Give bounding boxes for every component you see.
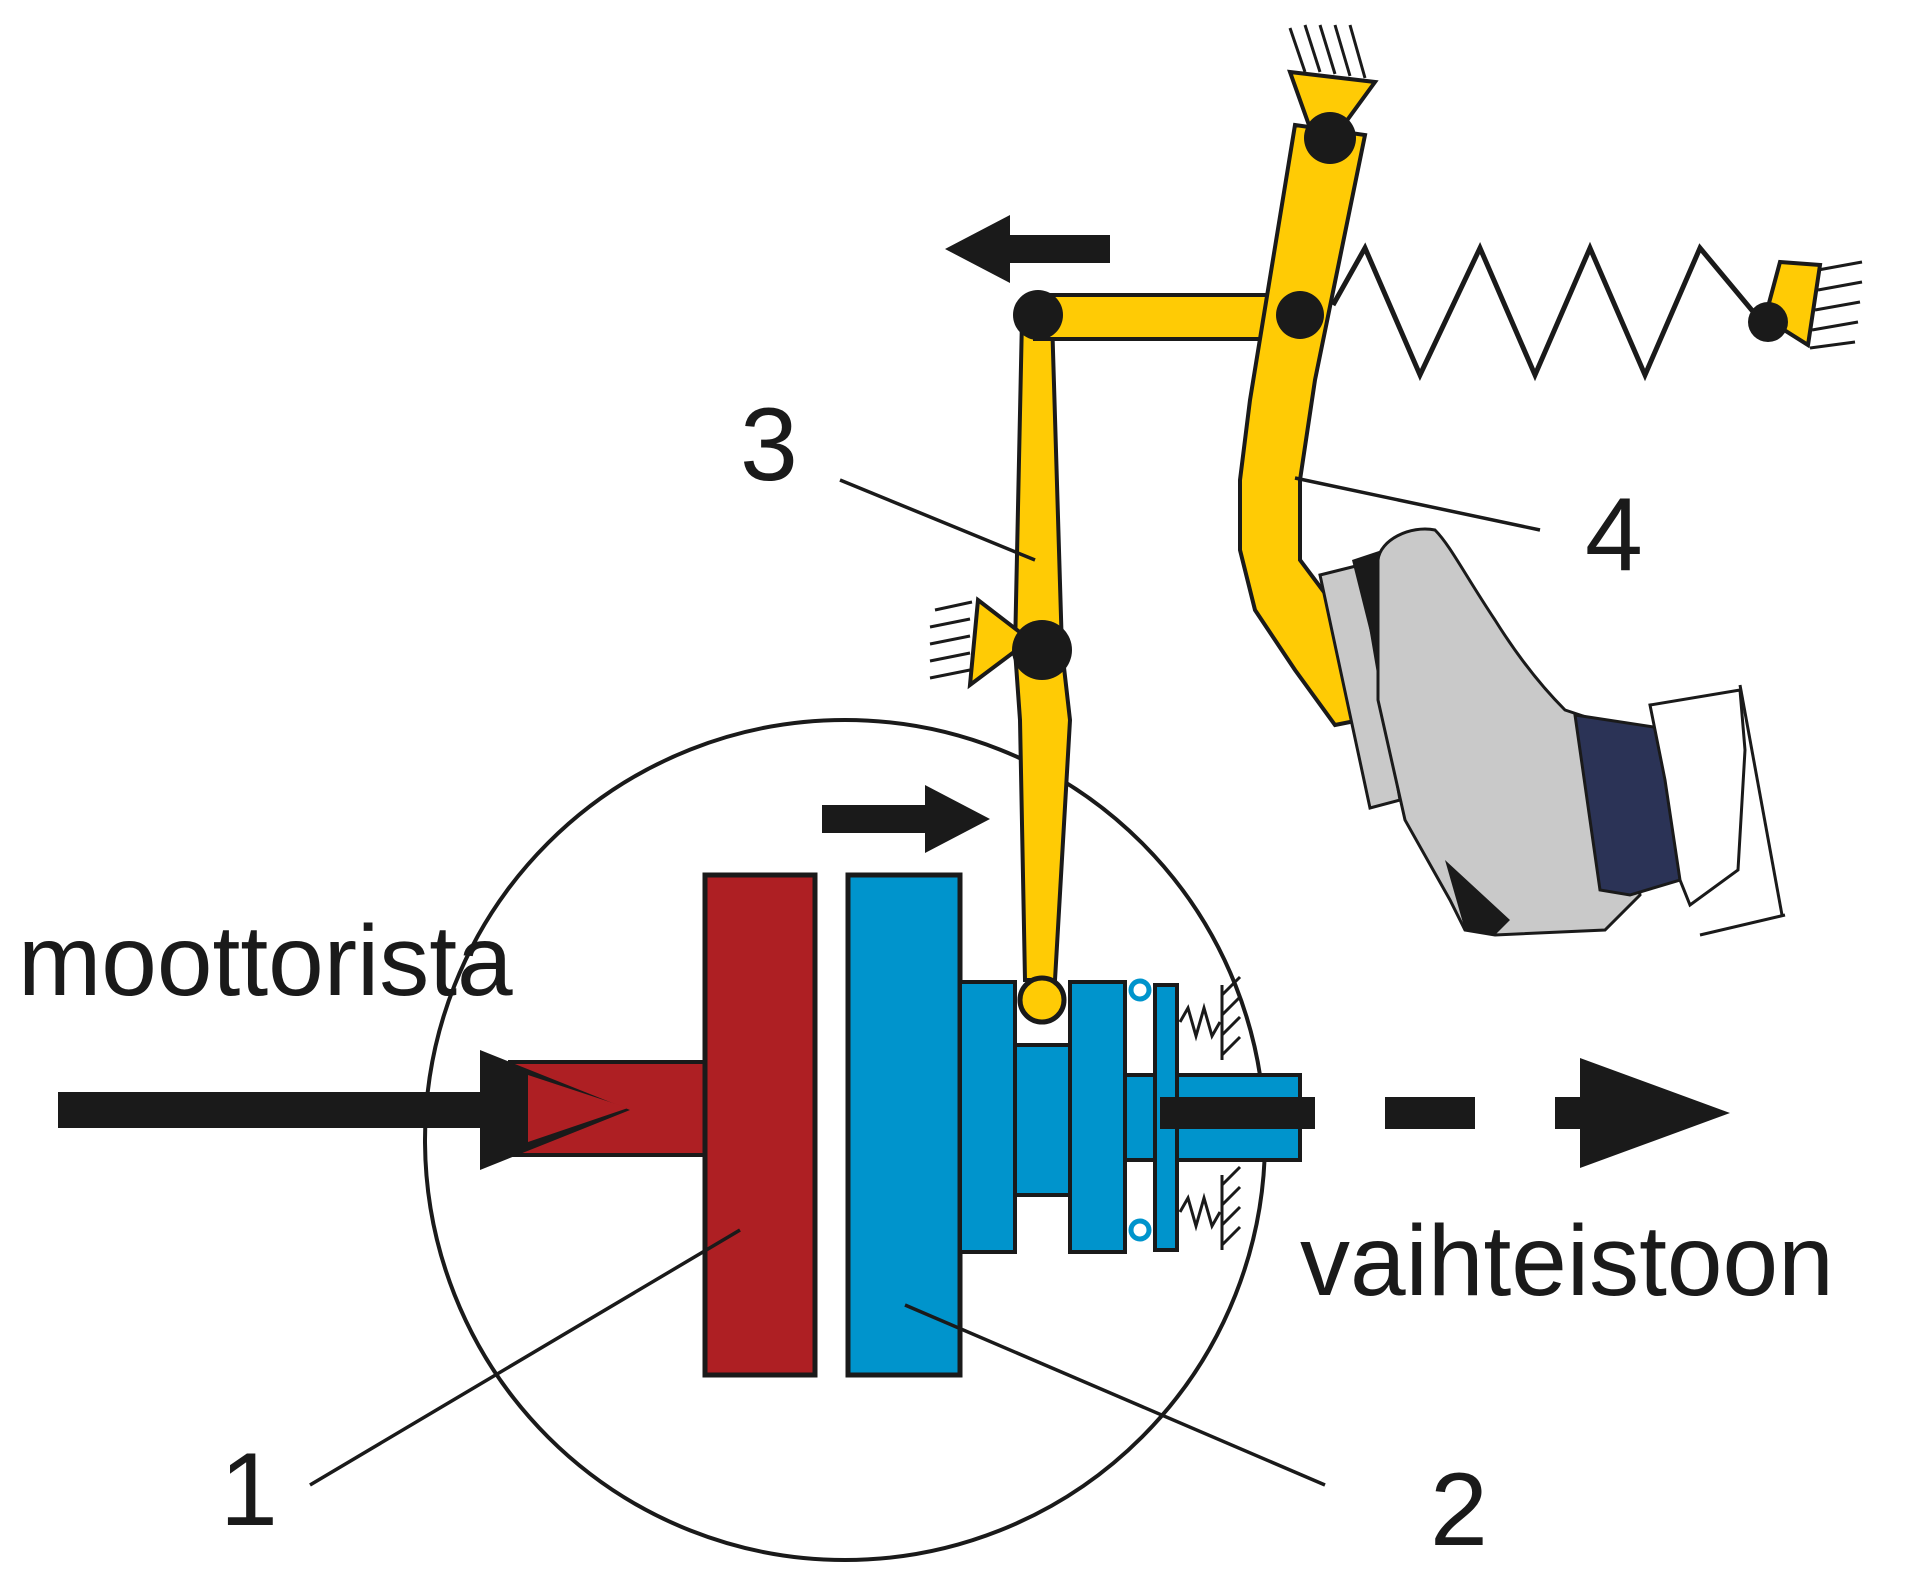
pivot-dot	[1128, 978, 1152, 1002]
pedal-arrow-icon	[945, 215, 1110, 283]
trouser-edge	[1738, 684, 1784, 916]
pedal-link-joint-icon	[1276, 291, 1324, 339]
output-label: vaihteistoon	[1300, 1205, 1834, 1317]
pivot-dot	[1128, 1218, 1152, 1242]
flywheel	[702, 872, 818, 1378]
pressure-plate-assembly	[958, 980, 1302, 1254]
callout-4: 4	[1585, 477, 1643, 593]
fork-pivot-icon	[1012, 620, 1072, 680]
callout-1: 1	[220, 1432, 278, 1548]
return-spring	[1330, 241, 1791, 382]
foot-icon	[1376, 527, 1786, 937]
trouser-edge	[1699, 913, 1786, 937]
callout-2: 2	[1430, 1452, 1488, 1568]
spring-anchor	[1748, 259, 1863, 350]
output-arrow-icon	[1160, 1058, 1730, 1168]
input-label: moottorista	[18, 905, 513, 1017]
pedal-pivot-icon	[1304, 112, 1356, 164]
pressure-springs	[1178, 975, 1242, 1250]
input-shaft-tip	[528, 1075, 628, 1142]
leader-lines	[309, 476, 1541, 1487]
callout-3: 3	[740, 387, 798, 503]
fork-pivot-bracket	[929, 596, 1034, 690]
clutch-disc	[845, 872, 963, 1378]
link-joint-icon	[1013, 290, 1063, 340]
release-arrow-icon	[822, 785, 990, 853]
pedal-mount-hatch	[1288, 24, 1367, 79]
